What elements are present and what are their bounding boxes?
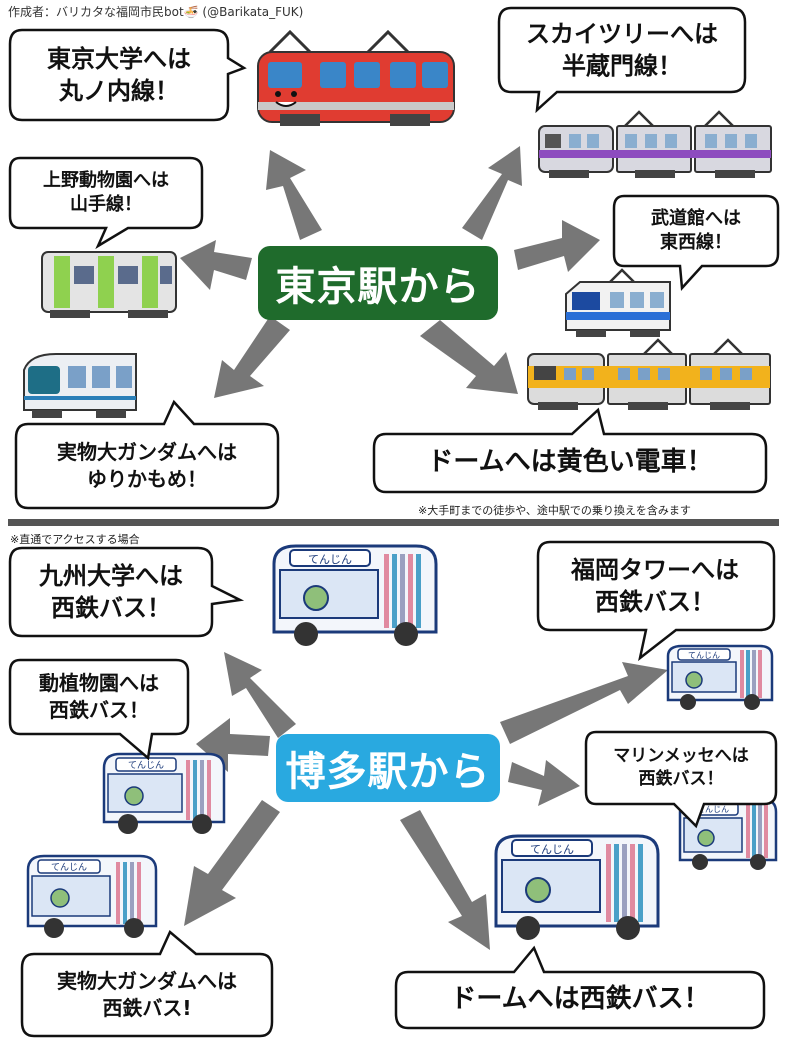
bubble-tower-line1: 福岡タワーへは: [571, 555, 739, 584]
bubble-gundam-tokyo-line2: ゆりかもめ！: [87, 467, 207, 491]
bubble-zoo: 動植物園へは 西鉄バス！: [8, 658, 190, 761]
bus-icon-3: てんじん: [100, 750, 228, 838]
bubble-todai-line2: 丸ノ内線！: [59, 77, 179, 105]
bus-6-sign: てんじん: [530, 843, 574, 856]
bus-3-sign: てんじん: [128, 760, 164, 771]
bubble-kyudai-shape: [8, 546, 245, 638]
bus-2-sign: てんじん: [688, 651, 720, 660]
bus-icon-1: てんじん: [266, 540, 442, 652]
bus-4-sign: てんじん: [697, 805, 729, 814]
bubble-skytree: スカイツリーへは 半蔵門線！: [497, 6, 747, 114]
bubble-todai: 東京大学へは 丸ノ内線！: [8, 28, 247, 122]
bubble-marine-line2: 西鉄バス！: [638, 769, 724, 789]
bubble-tower-line2: 西鉄バス！: [595, 588, 715, 616]
bubble-ueno-shape: [8, 156, 204, 250]
yellow-train-icon: [524, 336, 774, 412]
arrow-to-gundam: [214, 316, 290, 398]
bubble-dome-hakata: ドームへは西鉄バス！: [394, 945, 766, 1030]
bubble-todai-shape: [8, 28, 247, 122]
arrow-to-todai: [266, 150, 322, 240]
arrow-to-skytree: [462, 146, 522, 240]
bubble-dome-tokyo-shape: [372, 407, 768, 494]
bubble-dome-hakata-shape: [394, 945, 766, 1030]
bubble-gundam-hakata-line2: 西鉄バス!: [102, 996, 192, 1020]
yamanote-train-icon: [38, 248, 180, 320]
bubble-marine-shape: [584, 730, 778, 829]
bubble-kyudai-line2: 西鉄バス！: [51, 594, 171, 622]
bus-icon-6: てんじん: [488, 830, 664, 946]
bubble-zoo-line1: 動植物園へは: [39, 671, 159, 695]
arrow-to-dome-tokyo: [420, 320, 518, 394]
bubble-ueno: 上野動物園へは 山手線！: [8, 156, 204, 250]
bus-5-sign: てんじん: [51, 862, 87, 873]
bubble-budokan-line2: 東西線！: [660, 232, 732, 253]
bubble-budokan-line1: 武道館へは: [651, 207, 741, 229]
arrow-to-gundam-hakata: [184, 800, 280, 926]
bubble-skytree-line2: 半蔵門線！: [562, 52, 682, 80]
bubble-ueno-line2: 山手線！: [70, 194, 142, 215]
bubble-skytree-line1: スカイツリーへは: [526, 19, 718, 48]
bubble-dome-tokyo-line1: ドームへは黄色い電車！: [427, 447, 713, 478]
bubble-marine-line1: マリンメッセへは: [613, 746, 749, 767]
bubble-gundam-tokyo-shape: [14, 399, 280, 510]
tokyo-footnote: ※大手町までの徒歩や、途中駅での乗り換えを含みます: [418, 504, 691, 517]
bus-1-sign: てんじん: [308, 553, 352, 566]
arrow-to-tower: [500, 662, 668, 744]
arrow-to-ueno: [180, 240, 252, 290]
yurikamome-train-icon: [20, 350, 140, 420]
bubble-kyudai-line1: 九州大学へは: [39, 561, 183, 590]
bubble-marine: マリンメッセへは 西鉄バス！: [584, 730, 778, 829]
bubble-gundam-hakata-shape: [20, 929, 274, 1038]
bubble-tower: 福岡タワーへは 西鉄バス！: [536, 540, 776, 662]
section-divider: [8, 519, 779, 526]
bubble-dome-tokyo: ドームへは黄色い電車！: [372, 407, 768, 494]
bubble-gundam-hakata: 実物大ガンダムへは 西鉄バス!: [20, 929, 274, 1038]
bubble-gundam-hakata-line1: 実物大ガンダムへは: [57, 969, 237, 993]
bubble-ueno-line1: 上野動物園へは: [43, 169, 169, 191]
tokyo-station-label: 東京駅から: [258, 246, 498, 320]
tozai-train-icon: [560, 268, 675, 340]
hakata-header-note: ※直通でアクセスする場合: [10, 533, 140, 546]
bubble-kyudai: 九州大学へは 西鉄バス！: [8, 546, 245, 638]
bus-icon-5: てんじん: [24, 852, 160, 942]
arrow-to-budokan: [514, 220, 600, 272]
bubble-todai-line1: 東京大学へは: [47, 44, 191, 73]
credit-text: 作成者：バリカタな福岡市民bot🍜 (@Barikata_FUK): [8, 5, 304, 19]
arrow-to-kyudai: [224, 652, 296, 738]
bubble-zoo-shape: [8, 658, 190, 761]
bubble-budokan: 武道館へは 東西線！: [612, 194, 780, 291]
bubble-gundam-tokyo-line1: 実物大ガンダムへは: [57, 440, 237, 464]
arrow-to-dome-hakata: [400, 810, 490, 950]
bubble-tower-shape: [536, 540, 776, 662]
arrow-to-marine: [508, 760, 580, 806]
bubble-dome-hakata-line1: ドームへは西鉄バス！: [450, 984, 710, 1015]
marunouchi-train-icon: [250, 30, 460, 130]
bubble-skytree-shape: [497, 6, 747, 114]
bubble-gundam-tokyo: 実物大ガンダムへは ゆりかもめ！: [14, 399, 280, 510]
hakata-station-label: 博多駅から: [276, 734, 500, 802]
hanzomon-train-icon: [535, 108, 775, 180]
bubble-budokan-shape: [612, 194, 780, 291]
bubble-zoo-line2: 西鉄バス！: [49, 698, 149, 722]
bus-icon-2: てんじん: [664, 642, 776, 714]
